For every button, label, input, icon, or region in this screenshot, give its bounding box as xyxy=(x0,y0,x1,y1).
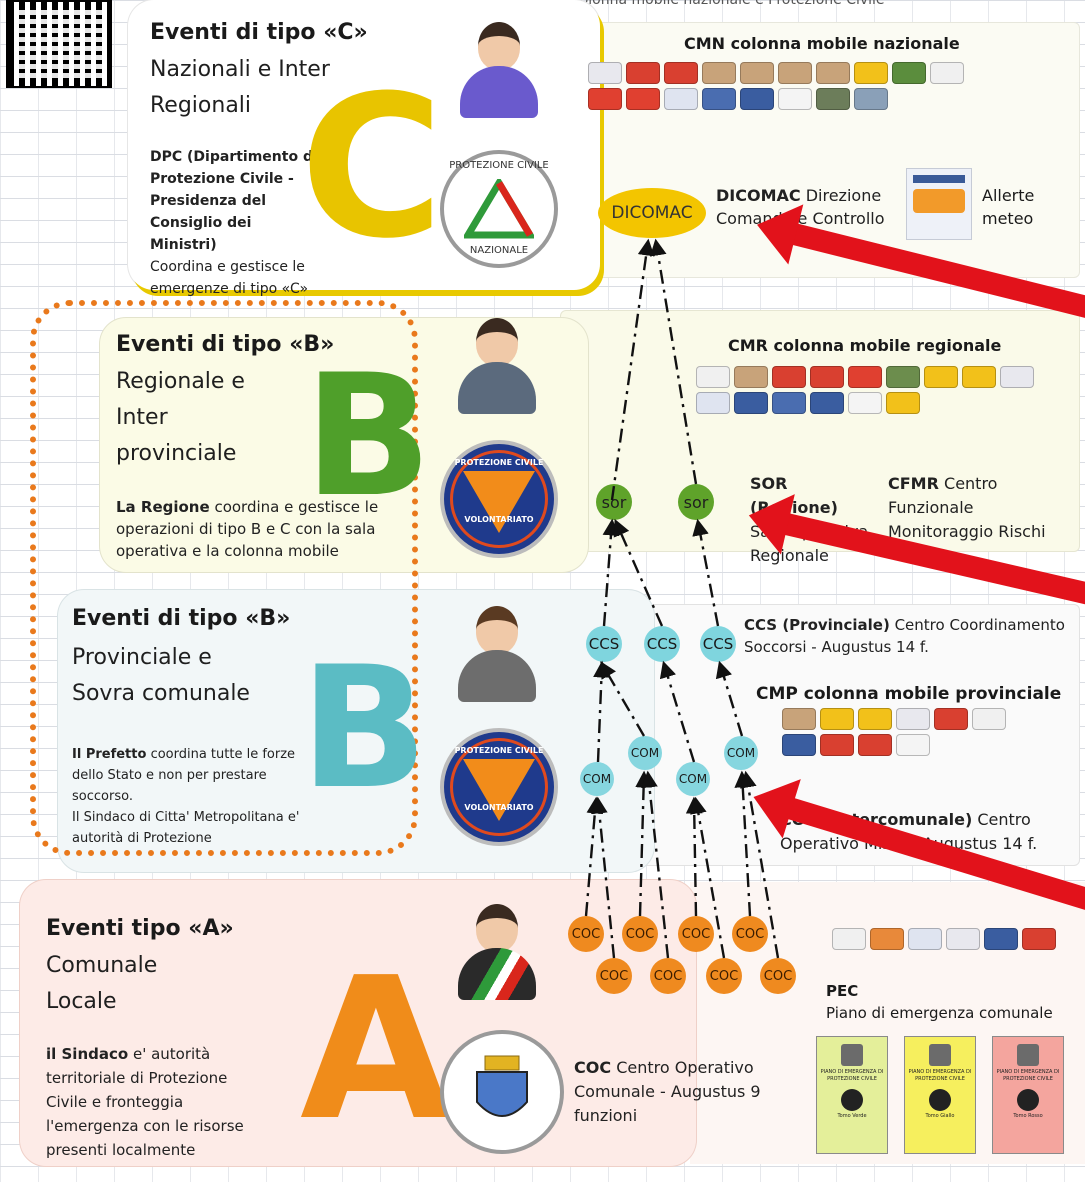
cmr-label: CMR colonna mobile regionale xyxy=(728,336,1002,355)
emblem-c-top-text: PROTEZIONE CIVILE xyxy=(449,160,549,171)
pec-bold: PEC xyxy=(826,982,859,1000)
level-c-letter: C xyxy=(300,54,444,282)
coc-node-5: COC xyxy=(596,958,632,994)
protezione-civile-volontariato-emblem: PROTEZIONE CIVILE VOLONTARIATO xyxy=(440,440,558,558)
level-b-regional-subtitle-1: Regionale e xyxy=(116,369,245,394)
doc-3-label: Tomo Rosso xyxy=(1013,1113,1043,1119)
coc-desc: Centro Operativo Comunale - Augustus 9 f… xyxy=(574,1058,761,1125)
region-avatar xyxy=(458,318,536,414)
sor-node-1: sor xyxy=(596,484,632,520)
qr-code xyxy=(6,0,112,88)
level-b-provincial-letter: B xyxy=(300,630,429,826)
band-level-b-provincial xyxy=(58,590,654,872)
pec-document-red: PIANO DI EMERGENZA DI PROTEZIONE CIVILE … xyxy=(992,1036,1064,1154)
level-b-provincial-title: Eventi di tipo «B» xyxy=(72,606,291,631)
level-b-provincial-desc-bold: Il Prefetto xyxy=(72,747,147,762)
local-vehicles xyxy=(832,928,1082,950)
com-node-1: COM xyxy=(628,736,662,770)
prefecture-dotted-frame xyxy=(30,300,418,856)
doc-1-title: PIANO DI EMERGENZA DI PROTEZIONE CIVILE xyxy=(820,1069,884,1082)
mayor-avatar xyxy=(458,904,536,1000)
ccs-desc-bold: CCS (Provinciale) xyxy=(744,616,890,634)
doc-3-title: PIANO DI EMERGENZA DI PROTEZIONE CIVILE xyxy=(996,1069,1060,1082)
protezione-civile-nazionale-emblem: PROTEZIONE CIVILE NAZIONALE xyxy=(440,150,558,268)
level-b-provincial-subtitle-2: Sovra comunale xyxy=(72,681,250,706)
level-b-provincial-subtitle-1: Provinciale e xyxy=(72,645,212,670)
coc-desc-bold: COC xyxy=(574,1058,612,1077)
comune-coat-of-arms xyxy=(440,1030,564,1154)
level-b-regional-letter: B xyxy=(304,338,433,534)
dpc-avatar xyxy=(460,22,538,118)
level-b-regional-desc-bold: La Regione xyxy=(116,498,210,516)
level-b-provincial-desc: coordina tutte le forze dello Stato e no… xyxy=(72,747,296,804)
com-node-4: COM xyxy=(676,762,710,796)
level-a-letter: A xyxy=(300,936,452,1164)
coc-node-7: COC xyxy=(706,958,742,994)
level-a-desc: e' autorità territoriale di Protezione C… xyxy=(46,1045,244,1159)
protezione-civile-volontariato-emblem-2: PROTEZIONE CIVILE VOLONTARIATO xyxy=(440,728,558,846)
level-b-regional-subtitle-3: provinciale xyxy=(116,441,237,466)
level-c-subtitle-2: Regionali xyxy=(150,93,252,118)
level-c-desc-bold: DPC (Dipartimento di Protezione Civile -… xyxy=(150,149,318,253)
level-a-subtitle-1: Comunale xyxy=(46,953,158,978)
level-b-regional-desc: coordina e gestisce le operazioni di tip… xyxy=(116,498,379,560)
doc-2-title: PIANO DI EMERGENZA DI PROTEZIONE CIVILE xyxy=(908,1069,972,1082)
meteo-alert-icon xyxy=(906,168,972,240)
cmp-vehicles xyxy=(782,708,1042,756)
coc-node-6: COC xyxy=(650,958,686,994)
emblem-b2-top-text: PROTEZIONE CIVILE xyxy=(454,746,544,755)
level-a-desc-bold: il Sindaco xyxy=(46,1045,129,1063)
prefect-avatar xyxy=(458,606,536,702)
meteo-alerts-label: Allerte meteo xyxy=(982,186,1035,228)
top-text: colonna mobile nazionale e Protezione Ci… xyxy=(572,0,885,8)
pec-document-green: PIANO DI EMERGENZA DI PROTEZIONE CIVILE … xyxy=(816,1036,888,1154)
level-c-title: Eventi di tipo «C» xyxy=(150,20,368,45)
sor-node-2: sor xyxy=(678,484,714,520)
cfmr-desc-bold: CFMR xyxy=(888,474,939,493)
emblem-c-bottom-text: NAZIONALE xyxy=(469,245,529,256)
doc-1-label: Tomo Verde xyxy=(837,1113,867,1119)
doc-2-label: Tomo Giallo xyxy=(925,1113,955,1119)
cfmr-desc: Centro Funzionale Monitoraggio Rischi xyxy=(888,474,1046,541)
coc-node-4: COC xyxy=(732,916,768,952)
level-b-regional-subtitle-2: Inter xyxy=(116,405,168,430)
pec-document-yellow: PIANO DI EMERGENZA DI PROTEZIONE CIVILE … xyxy=(904,1036,976,1154)
level-c-desc: Coordina e gestisce le emergenze di tipo… xyxy=(150,259,309,297)
emblem-b1-bottom-text: VOLONTARIATO xyxy=(464,515,534,524)
com-node-3: COM xyxy=(580,762,614,796)
cmr-vehicles xyxy=(696,366,1046,414)
ccs-node-2: CCS xyxy=(644,626,680,662)
dicomac-node: DICOMAC xyxy=(598,188,706,238)
com-node-2: COM xyxy=(724,736,758,770)
cmn-label: CMN colonna mobile nazionale xyxy=(684,34,960,53)
cmp-label: CMP colonna mobile provinciale xyxy=(756,684,1062,704)
level-b-provincial-desc-2: Il Sindaco di Citta' Metropolitana e' au… xyxy=(72,810,300,846)
ccs-node-1: CCS xyxy=(586,626,622,662)
coc-node-1: COC xyxy=(568,916,604,952)
coc-node-2: COC xyxy=(622,916,658,952)
level-b-regional-title: Eventi di tipo «B» xyxy=(116,332,335,357)
pec-desc: Piano di emergenza comunale xyxy=(826,1004,1053,1022)
coc-node-3: COC xyxy=(678,916,714,952)
level-c-subtitle-1: Nazionali e Inter xyxy=(150,57,330,82)
shield-icon xyxy=(476,1055,528,1117)
ccs-node-3: CCS xyxy=(700,626,736,662)
level-a-subtitle-2: Locale xyxy=(46,989,117,1014)
emblem-b1-top-text: PROTEZIONE CIVILE xyxy=(454,458,544,467)
ccs-desc: Centro Coordinamento Soccorsi - Augustus… xyxy=(744,616,1065,656)
coc-node-8: COC xyxy=(760,958,796,994)
cmn-vehicles xyxy=(588,62,998,110)
triangle-icon xyxy=(464,179,534,239)
emblem-b2-bottom-text: VOLONTARIATO xyxy=(464,803,534,812)
level-a-title: Eventi tipo «A» xyxy=(46,916,234,941)
